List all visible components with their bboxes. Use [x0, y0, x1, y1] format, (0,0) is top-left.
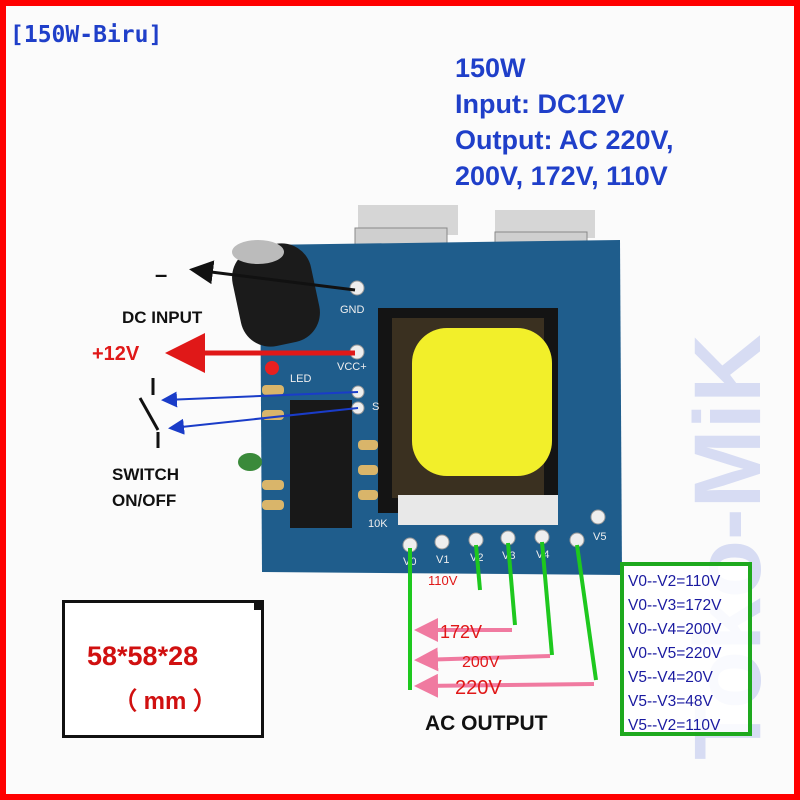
- v172-label: 172V: [440, 622, 482, 642]
- capacitor: [232, 240, 320, 347]
- pcb-label-s: S: [372, 401, 379, 413]
- transformer: [378, 308, 558, 525]
- switch-symbol: [138, 378, 160, 448]
- pcb-label-led: LED: [290, 373, 311, 385]
- v200-label: 200V: [462, 654, 500, 671]
- spec-input: Input: DC12V: [455, 89, 625, 119]
- gnd-arrow: [189, 260, 356, 292]
- pin-label: V1: [436, 554, 449, 566]
- pin-label: V5: [593, 531, 606, 543]
- v110-label: 110V: [428, 573, 458, 588]
- output-arrows: [414, 618, 595, 698]
- switch-label-2: ON/OFF: [112, 491, 176, 510]
- ic-chip: [290, 400, 352, 528]
- minus-label: –: [155, 262, 167, 287]
- dimensions-size: 58*58*28: [87, 641, 199, 671]
- variant-tag: [150W-Biru]: [10, 22, 163, 48]
- pcb-label-vcc: VCC+: [337, 361, 367, 373]
- switch-arrow-2: [168, 407, 359, 435]
- voltage-row: V5--V4=20V: [628, 669, 713, 686]
- switch-arrow-1: [161, 391, 359, 408]
- led: [265, 361, 279, 375]
- dimensions-unit: （ mm ）: [113, 688, 218, 715]
- voltage-row: V0--V2=110V: [628, 573, 721, 590]
- voltage-table: V0--V2=110V V0--V3=172V V0--V4=200V V0--…: [620, 562, 752, 736]
- ac-output-label: AC OUTPUT: [425, 712, 548, 735]
- green-capacitor: [238, 453, 262, 471]
- resistors: [262, 385, 378, 510]
- dimensions-box: 58*58*28 （ mm ）: [62, 600, 264, 738]
- switch-label: SWITCH: [112, 465, 179, 484]
- spec-power: 150W: [455, 53, 526, 83]
- pcb-label-r: 10K: [368, 518, 388, 530]
- spec-block: 150W Input: DC12V Output: AC 220V, 200V,…: [455, 50, 674, 194]
- v220-label: 220V: [455, 677, 502, 699]
- voltage-row: V0--V3=172V: [628, 597, 722, 614]
- pcb-label-gnd: GND: [340, 304, 365, 316]
- voltage-row: V5--V2=110V: [628, 717, 721, 734]
- corner-dot: [254, 600, 264, 610]
- voltage-row: V0--V4=200V: [628, 621, 722, 638]
- spec-output: Output: AC 220V,: [455, 125, 674, 155]
- plus12v-label: +12V: [92, 343, 140, 365]
- voltage-row: V5--V3=48V: [628, 693, 713, 710]
- spec-output-2: 200V, 172V, 110V: [455, 161, 668, 191]
- output-wires: [408, 541, 598, 690]
- dc-input-label: DC INPUT: [122, 308, 203, 327]
- voltage-row: V0--V5=220V: [628, 645, 722, 662]
